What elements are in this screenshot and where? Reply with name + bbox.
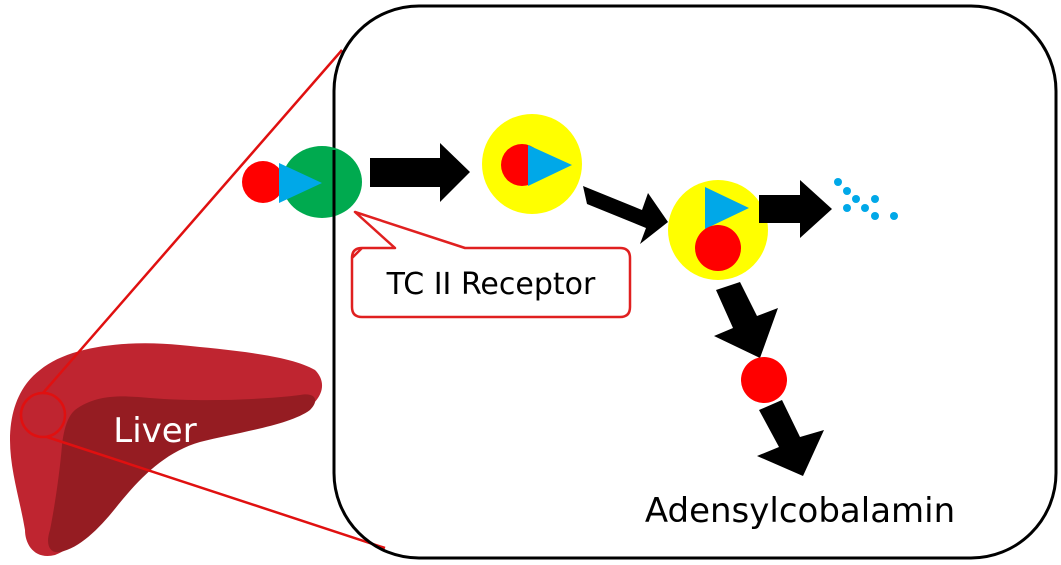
arrow-down-2 — [757, 400, 824, 476]
tc2-receptor — [282, 146, 362, 218]
dissociation-complex — [668, 180, 768, 280]
cobalamin-molecule — [695, 225, 741, 271]
product-label: Adensylcobalamin — [645, 491, 955, 531]
transcobalamin-triangle — [705, 187, 749, 229]
arrow-diagonal-1 — [583, 186, 668, 244]
zoom-circle — [19, 391, 67, 439]
lysosome-complex — [482, 114, 582, 214]
transcobalamin-triangle — [528, 145, 572, 186]
dot — [834, 178, 842, 186]
arrow-down-1 — [714, 282, 778, 358]
liver-dark-lobe — [48, 394, 316, 553]
dot — [843, 187, 851, 195]
receptor-callout: TC II Receptor — [350, 210, 632, 319]
callout-bubble — [350, 210, 632, 319]
dot — [890, 212, 898, 220]
liver-label: Liver — [113, 411, 196, 451]
dot — [843, 204, 851, 212]
liver-organ: Liver — [10, 343, 323, 556]
dot — [861, 204, 869, 212]
dot — [852, 195, 860, 203]
cobalamin-molecule — [242, 161, 284, 203]
arrow-right-1 — [370, 143, 470, 202]
receptor-complex — [242, 146, 362, 218]
dot — [871, 195, 879, 203]
arrow-right-2 — [759, 180, 832, 238]
dot — [871, 212, 879, 220]
zoom-line-top — [42, 49, 343, 394]
cell-boundary — [332, 4, 1058, 560]
transcobalamin-triangle — [279, 163, 322, 203]
receptor-label: TC II Receptor — [386, 267, 596, 302]
free-cobalamin — [741, 357, 787, 403]
degraded-transcobalamin-dots — [834, 178, 898, 220]
zoom-line-bottom — [46, 435, 386, 550]
